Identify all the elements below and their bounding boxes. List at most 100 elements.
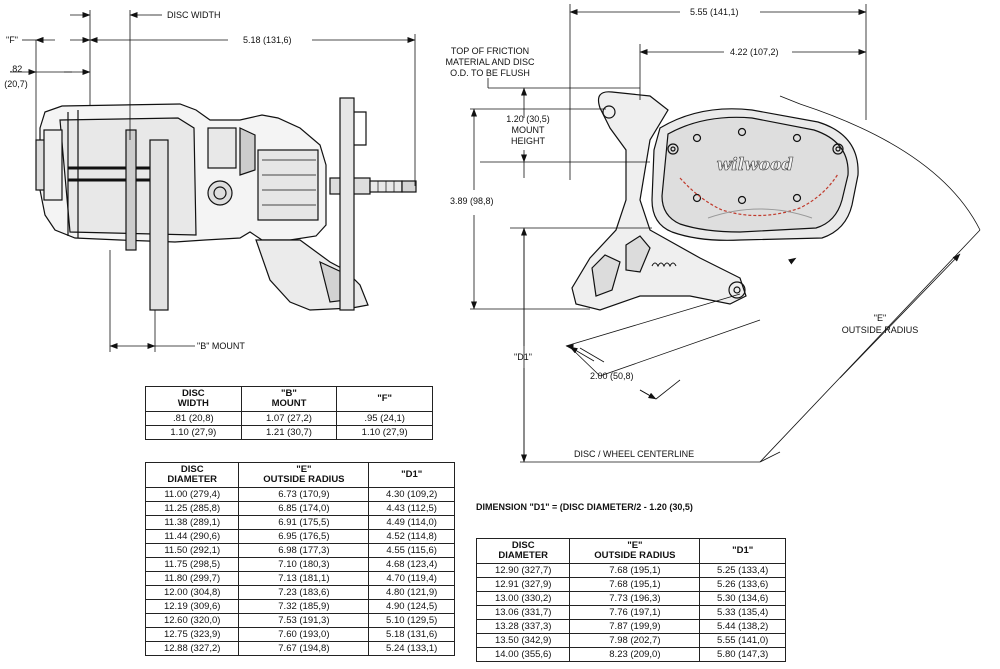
- table-cell: 4.30 (109,2): [368, 487, 455, 502]
- mount-width: 4.22 (107,2): [730, 47, 779, 57]
- table-cell: 12.90 (327,7): [475, 563, 571, 578]
- table-cell: 11.38 (289,1): [144, 515, 240, 530]
- table-row: 13.50 (342,9)7.98 (202,7)5.55 (141,0): [475, 633, 786, 648]
- table-row: 12.00 (304,8)7.23 (183,6)4.80 (121,9): [144, 585, 455, 600]
- table-cell: 13.50 (342,9): [475, 633, 571, 648]
- table-cell: 5.24 (133,1): [368, 641, 455, 656]
- disc-width-label: DISC WIDTH: [167, 10, 221, 20]
- table-cell: 7.23 (183,6): [238, 585, 370, 600]
- table-row: 11.38 (289,1)6.91 (175,5)4.49 (114,0): [144, 515, 455, 530]
- table-cell: 6.98 (177,3): [238, 543, 370, 558]
- mount-height-label-1: MOUNT: [511, 125, 545, 135]
- table-row: 1.10 (27,9)1.21 (30,7)1.10 (27,9): [145, 425, 433, 440]
- table-row: 12.19 (309,6)7.32 (185,9)4.90 (124,5): [144, 599, 455, 614]
- table-cell: 4.52 (114,8): [368, 529, 455, 544]
- table-cell: 4.90 (124,5): [368, 599, 455, 614]
- table-row: 12.88 (327,2)7.67 (194,8)5.24 (133,1): [144, 641, 455, 656]
- col-d1: "D1": [699, 538, 786, 564]
- table-row: 11.25 (285,8)6.85 (174,0)4.43 (112,5): [144, 501, 455, 516]
- table-row: .81 (20,8)1.07 (27,2).95 (24,1): [145, 411, 433, 426]
- table-cell: 12.00 (304,8): [144, 585, 240, 600]
- d1-formula: DIMENSION "D1" = (DISC DIAMETER/2 - 1.20…: [476, 502, 693, 512]
- table-row: 11.50 (292,1)6.98 (177,3)4.55 (115,6): [144, 543, 455, 558]
- table-cell: 14.00 (355,6): [475, 647, 571, 662]
- table-cell: 4.68 (123,4): [368, 557, 455, 572]
- table-cell: 5.30 (134,6): [699, 591, 786, 606]
- table-cell: 5.80 (147,3): [699, 647, 786, 662]
- table-cell: 7.73 (196,3): [569, 591, 701, 606]
- table-cell: .81 (20,8): [145, 411, 242, 426]
- table-cell: 13.06 (331,7): [475, 605, 571, 620]
- table-cell: 7.60 (193,0): [238, 627, 370, 642]
- mount-height-value: 1.20 (30,5): [506, 114, 550, 124]
- col-b-mount: "B"MOUNT: [240, 386, 338, 412]
- table-row: 13.06 (331,7)7.76 (197,1)5.33 (135,4): [475, 605, 786, 620]
- table-cell: 7.67 (194,8): [238, 641, 370, 656]
- table-row: 11.80 (299,7)7.13 (181,1)4.70 (119,4): [144, 571, 455, 586]
- e-outside-radius-label: OUTSIDE RADIUS: [841, 325, 919, 335]
- table-cell: 5.55 (141,0): [699, 633, 786, 648]
- table-cell: 13.28 (337,3): [475, 619, 571, 634]
- table-cell: 6.95 (176,5): [238, 529, 370, 544]
- table-cell: 1.07 (27,2): [240, 411, 338, 426]
- centerline-label: DISC / WHEEL CENTERLINE: [574, 449, 695, 459]
- caliper-front-view: [571, 91, 859, 311]
- height-dimension: 3.89 (98,8): [450, 196, 494, 206]
- table-cell: 12.91 (327,9): [475, 577, 571, 592]
- table-cell: 12.75 (323,9): [144, 627, 240, 642]
- table-row: 13.00 (330,2)7.73 (196,3)5.30 (134,6): [475, 591, 786, 606]
- table-cell: 11.00 (279,4): [144, 487, 240, 502]
- table-cell: 5.10 (129,5): [368, 613, 455, 628]
- e-label: "E": [873, 313, 887, 323]
- table-cell: 1.10 (27,9): [336, 425, 433, 440]
- table-cell: 5.44 (138,2): [699, 619, 786, 634]
- side-dimensions: [10, 10, 416, 352]
- col-e-outside-radius: "E"OUTSIDE RADIUS: [569, 538, 701, 564]
- table-cell: 12.60 (320,0): [144, 613, 240, 628]
- table-cell: 5.26 (133,6): [699, 577, 786, 592]
- table-row: 11.44 (290,6)6.95 (176,5)4.52 (114,8): [144, 529, 455, 544]
- table-row: 11.75 (298,5)7.10 (180,3)4.68 (123,4): [144, 557, 455, 572]
- table-cell: 6.91 (175,5): [238, 515, 370, 530]
- flush-note-1: TOP OF FRICTION: [450, 46, 530, 56]
- wilwood-logo: wilwood: [717, 155, 794, 175]
- col-f: "F": [336, 386, 433, 412]
- flush-note-3: O.D. TO BE FLUSH: [450, 68, 530, 78]
- table-cell: 5.33 (135,4): [699, 605, 786, 620]
- table-cell: 5.18 (131,6): [368, 627, 455, 642]
- table-row: 11.00 (279,4)6.73 (170,9)4.30 (109,2): [144, 487, 455, 502]
- table-cell: 13.00 (330,2): [475, 591, 571, 606]
- table-row: 12.60 (320,0)7.53 (191,3)5.10 (129,5): [144, 613, 455, 628]
- table-cell: 7.32 (185,9): [238, 599, 370, 614]
- table-row: 12.90 (327,7)7.68 (195,1)5.25 (133,4): [475, 563, 786, 578]
- table-cell: 11.75 (298,5): [144, 557, 240, 572]
- table-cell: .95 (24,1): [336, 411, 433, 426]
- table-cell: 1.10 (27,9): [145, 425, 242, 440]
- table-cell: 12.88 (327,2): [144, 641, 240, 656]
- col-e-outside-radius: "E"OUTSIDE RADIUS: [238, 462, 370, 488]
- table-cell: 4.80 (121,9): [368, 585, 455, 600]
- table-cell: 7.87 (199,9): [569, 619, 701, 634]
- table-row: 13.28 (337,3)7.87 (199,9)5.44 (138,2): [475, 619, 786, 634]
- table-cell: 6.73 (170,9): [238, 487, 370, 502]
- table-cell: 11.44 (290,6): [144, 529, 240, 544]
- table-cell: 7.10 (180,3): [238, 557, 370, 572]
- d1-label: "D1": [514, 352, 532, 362]
- mount-height-label-2: HEIGHT: [510, 136, 545, 146]
- table-cell: 4.43 (112,5): [368, 501, 455, 516]
- table-cell: 7.13 (181,1): [238, 571, 370, 586]
- table-cell: 7.68 (195,1): [569, 577, 701, 592]
- mount-spacing: 2.00 (50,8): [590, 371, 634, 381]
- table-cell: 4.55 (115,6): [368, 543, 455, 558]
- table-row: 12.75 (323,9)7.60 (193,0)5.18 (131,6): [144, 627, 455, 642]
- f-dimension-label: "F": [6, 35, 18, 45]
- table-cell: 5.25 (133,4): [699, 563, 786, 578]
- overall-width-front: 5.55 (141,1): [690, 7, 739, 17]
- table-cell: 7.53 (191,3): [238, 613, 370, 628]
- table-cell: 7.76 (197,1): [569, 605, 701, 620]
